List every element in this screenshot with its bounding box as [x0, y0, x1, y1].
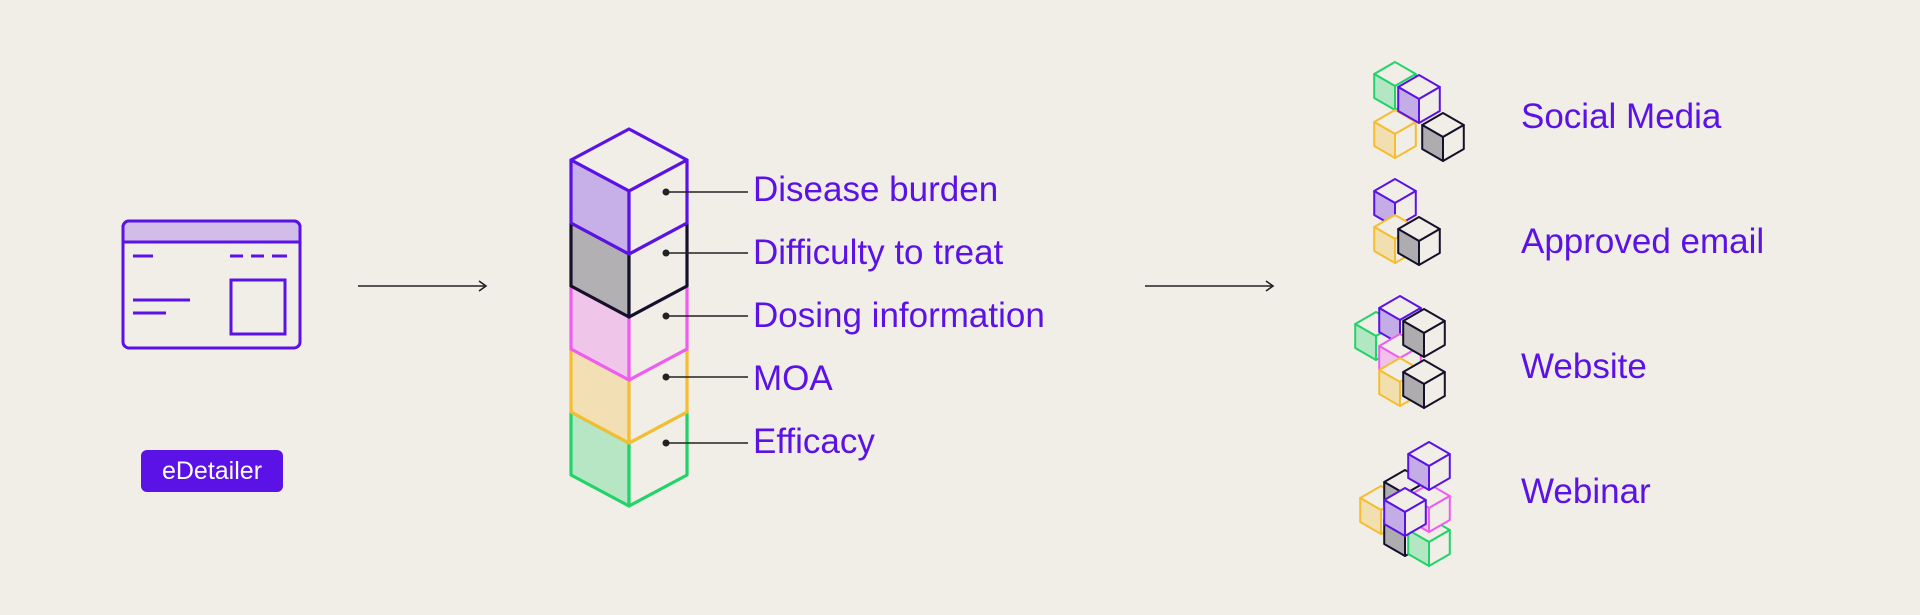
content-stack: [569, 127, 748, 508]
cube-right-face: [1428, 495, 1451, 533]
stack-label-dosing-information: Dosing information: [753, 296, 1045, 335]
leader-dot: [662, 249, 670, 257]
website-cubes-icon: [1354, 295, 1446, 409]
cube-right-face: [1418, 228, 1441, 266]
stack-label-disease-burden: Disease burden: [753, 170, 998, 209]
stack-labels: Disease burden Difficulty to treat Dosin…: [753, 170, 1045, 461]
cube-right-face: [1428, 529, 1451, 567]
leader-dot: [662, 373, 670, 381]
cube-right-face: [1442, 124, 1465, 162]
browser-window-icon: [121, 219, 302, 350]
cube-right-face: [1423, 371, 1446, 409]
cube-right-face: [1423, 320, 1446, 358]
arrow-right-icon: [1145, 280, 1275, 292]
cube-right-face: [1418, 86, 1441, 124]
cube-right-face: [1394, 121, 1417, 159]
cube-right-face: [1428, 453, 1451, 491]
edetailer-badge: eDetailer: [141, 450, 283, 492]
stack-label-difficulty-to-treat: Difficulty to treat: [753, 233, 1004, 272]
webinar-cubes-icon: [1359, 441, 1451, 567]
output-label-social-media: Social Media: [1521, 97, 1722, 136]
output-label-approved-email: Approved email: [1521, 222, 1764, 261]
leader-dot: [662, 312, 670, 320]
stack-label-efficacy: Efficacy: [753, 422, 875, 461]
stack-layer-right-face: [627, 158, 689, 256]
social-media-cubes-icon: [1373, 61, 1465, 162]
arrow-right-icon: [358, 280, 488, 292]
output-labels: Social Media Approved email Website Webi…: [1521, 97, 1764, 511]
edetailer-badge-label: eDetailer: [162, 457, 262, 485]
stack-label-moa: MOA: [753, 359, 833, 398]
leader-dot: [662, 439, 670, 447]
leader-dot: [662, 188, 670, 196]
approved-email-cubes-icon: [1373, 178, 1441, 266]
output-label-website: Website: [1521, 347, 1647, 386]
output-label-webinar: Webinar: [1521, 472, 1651, 511]
cube-right-face: [1404, 499, 1427, 537]
